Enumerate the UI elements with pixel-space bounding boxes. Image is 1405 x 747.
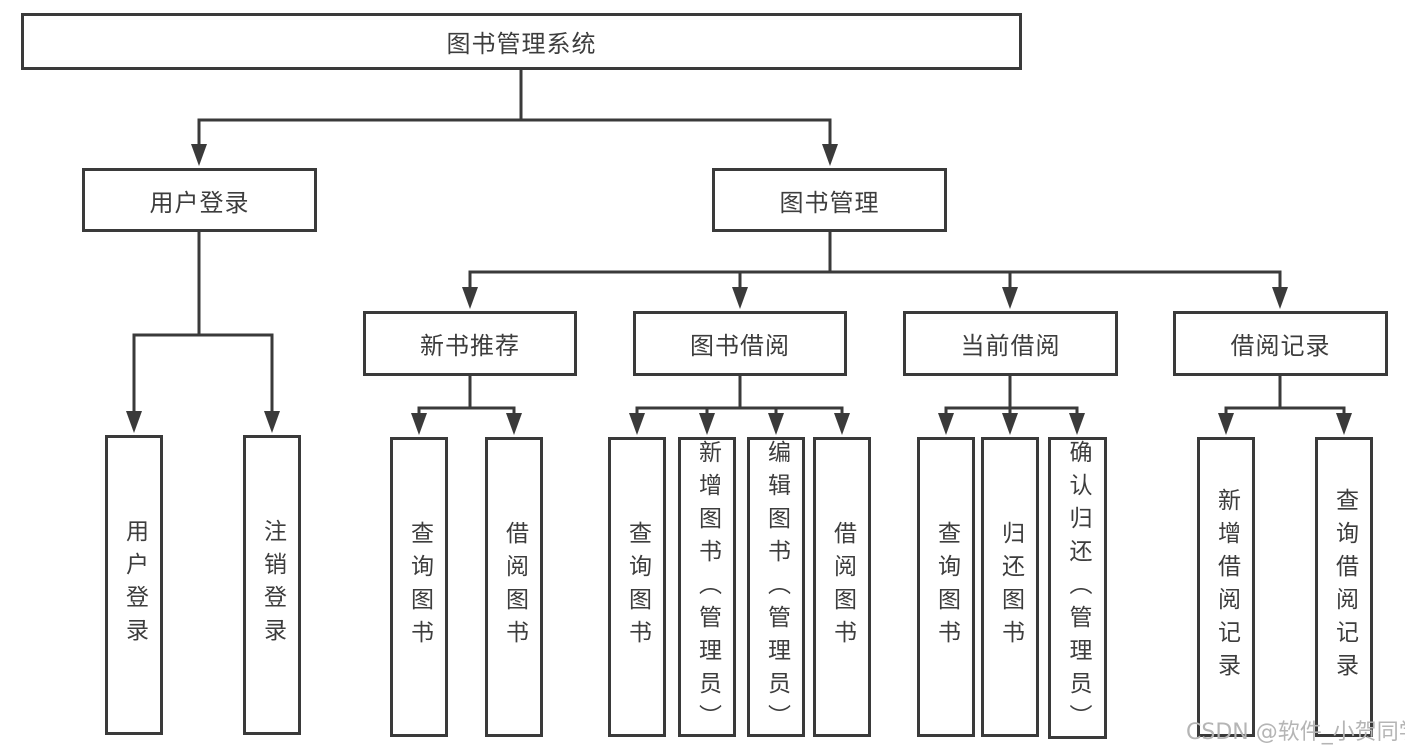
node-book-management: 图书管理 [712, 168, 947, 232]
node-current-borrow: 当前借阅 [903, 311, 1118, 376]
leaf-query-books-borrow: 查询图书 [608, 437, 666, 737]
arrow-down-icon [264, 411, 280, 433]
arrow-down-icon [411, 413, 427, 435]
leaf-query-books-current: 查询图书 [917, 437, 975, 737]
arrow-down-icon [732, 287, 748, 309]
arrow-down-icon [126, 411, 142, 433]
arrow-down-icon [1002, 287, 1018, 309]
branch-book-mgmt-to-level3 [468, 232, 1282, 292]
arrow-down-icon [822, 144, 838, 166]
branch-user-login-to-leaves [132, 232, 274, 416]
node-user-login: 用户登录 [82, 168, 317, 232]
node-new-book-recommend: 新书推荐 [363, 311, 577, 376]
branch-new-book-to-leaves [417, 376, 516, 418]
arrow-down-icon [506, 413, 522, 435]
leaf-return-books: 归还图书 [981, 437, 1039, 737]
arrow-down-icon [629, 413, 645, 435]
leaf-borrow-books: 借阅图书 [813, 437, 871, 737]
leaf-user-login: 用户登录 [105, 435, 163, 735]
leaf-edit-books-admin: 编辑图书（管理员） [747, 437, 805, 737]
branch-current-borrow-to-leaves [944, 376, 1079, 418]
arrow-down-icon [462, 287, 478, 309]
csdn-watermark: CSDN @软件_小贺同学 [1186, 720, 1405, 745]
leaf-add-borrow-record: 新增借阅记录 [1197, 437, 1255, 737]
leaf-confirm-return-admin: 确认归还（管理员） [1048, 437, 1107, 739]
branch-root-to-level2 [197, 70, 832, 147]
leaf-query-books-recommend: 查询图书 [390, 437, 448, 737]
arrow-down-icon [1272, 287, 1288, 309]
arrow-down-icon [1336, 413, 1352, 435]
branch-book-borrow-to-leaves [635, 376, 844, 418]
arrow-down-icon [1069, 413, 1085, 435]
node-borrow-record: 借阅记录 [1173, 311, 1388, 376]
arrow-down-icon [834, 413, 850, 435]
leaf-add-books-admin: 新增图书（管理员） [678, 437, 736, 737]
arrow-down-icon [191, 144, 207, 166]
leaf-query-borrow-record: 查询借阅记录 [1315, 437, 1373, 737]
arrow-down-icon [768, 413, 784, 435]
branch-borrow-record-to-leaves [1224, 376, 1346, 418]
node-root-library-system: 图书管理系统 [21, 13, 1022, 70]
node-book-borrow: 图书借阅 [633, 311, 847, 376]
arrow-down-icon [1002, 413, 1018, 435]
leaf-logout-login: 注销登录 [243, 435, 301, 735]
arrow-down-icon [938, 413, 954, 435]
arrow-down-icon [699, 413, 715, 435]
leaf-borrow-books-recommend: 借阅图书 [485, 437, 543, 737]
arrow-down-icon [1218, 413, 1234, 435]
